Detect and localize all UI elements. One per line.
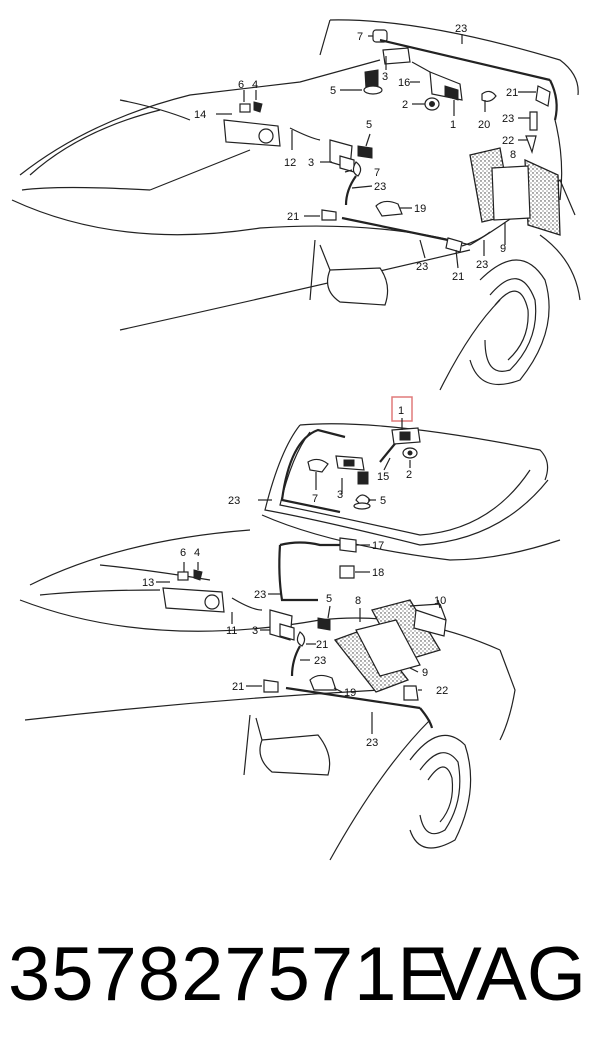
callout: 17	[372, 540, 384, 552]
callout: 5	[326, 593, 332, 605]
callout: 5	[330, 85, 336, 97]
callout: 4	[194, 547, 200, 559]
callout: 9	[500, 243, 506, 255]
callout: 3	[337, 489, 343, 501]
callout: 23	[502, 113, 514, 125]
top-diagram: 7 23 3 16 5 6 4 14 2 21 1 20 23 22 5 8 1…	[11, 19, 581, 391]
top-parts	[223, 29, 563, 253]
callout: 12	[284, 157, 296, 169]
callout: 18	[372, 567, 384, 579]
callout: 21	[506, 87, 518, 99]
callout: 7	[357, 31, 363, 43]
callout: 23	[416, 261, 428, 273]
callout: 21	[316, 639, 328, 651]
bottom-leaders	[156, 418, 441, 734]
callout: 4	[252, 79, 258, 91]
callout: 5	[380, 495, 386, 507]
callout: 11	[226, 625, 237, 637]
bottom-mirror	[259, 734, 331, 776]
top-callouts: 7 23 3 16 5 6 4 14 2 21 1 20 23 22 5 8 1…	[194, 23, 518, 283]
callout: 23	[455, 23, 467, 35]
callout-highlighted: 1	[398, 405, 404, 417]
bottom-parts	[162, 427, 447, 729]
callout: 14	[194, 109, 206, 121]
callout: 23	[228, 495, 240, 507]
callout: 13	[142, 577, 154, 589]
callout: 16	[398, 77, 410, 89]
top-car-outline	[11, 19, 581, 391]
callout: 7	[312, 493, 318, 505]
callout: 22	[436, 685, 448, 697]
callout: 3	[308, 157, 314, 169]
parts-diagram: 7 23 3 16 5 6 4 14 2 21 1 20 23 22 5 8 1…	[11, 19, 581, 861]
bottom-car-outline	[19, 423, 561, 861]
callout: 22	[502, 135, 514, 147]
callout: 21	[232, 681, 244, 693]
callout: 23	[254, 589, 266, 601]
callout: 7	[374, 167, 380, 179]
callout: 20	[478, 119, 490, 131]
callout: 3	[252, 625, 258, 637]
callout: 6	[180, 547, 186, 559]
top-leaders	[216, 34, 536, 269]
callout: 15	[377, 471, 389, 483]
callout: 23	[374, 181, 386, 193]
bottom-diagram: 1 15 2 23 7 3 5 6 4 17 13 18 23 5 8 10 1…	[19, 396, 561, 861]
callout: 1	[450, 119, 456, 131]
callout: 8	[510, 149, 516, 161]
callout: 6	[238, 79, 244, 91]
callout: 3	[382, 71, 388, 83]
callout: 9	[422, 667, 428, 679]
part-number: 357827571E	[8, 932, 450, 1017]
top-mirror	[327, 267, 389, 306]
callout: 10	[434, 595, 446, 607]
callout: 8	[355, 595, 361, 607]
callout: 21	[452, 271, 464, 283]
callout: 2	[406, 469, 412, 481]
callout: 19	[414, 203, 426, 215]
footer: 357827571E VAG	[0, 925, 600, 1035]
callout: 21	[287, 211, 299, 223]
bottom-callouts: 1 15 2 23 7 3 5 6 4 17 13 18 23 5 8 10 1…	[142, 405, 448, 749]
brand-label: VAG	[431, 932, 586, 1017]
callout: 5	[366, 119, 372, 131]
callout: 23	[314, 655, 326, 667]
callout: 23	[476, 259, 488, 271]
callout: 19	[344, 687, 356, 699]
callout: 23	[366, 737, 378, 749]
callout: 2	[402, 99, 408, 111]
